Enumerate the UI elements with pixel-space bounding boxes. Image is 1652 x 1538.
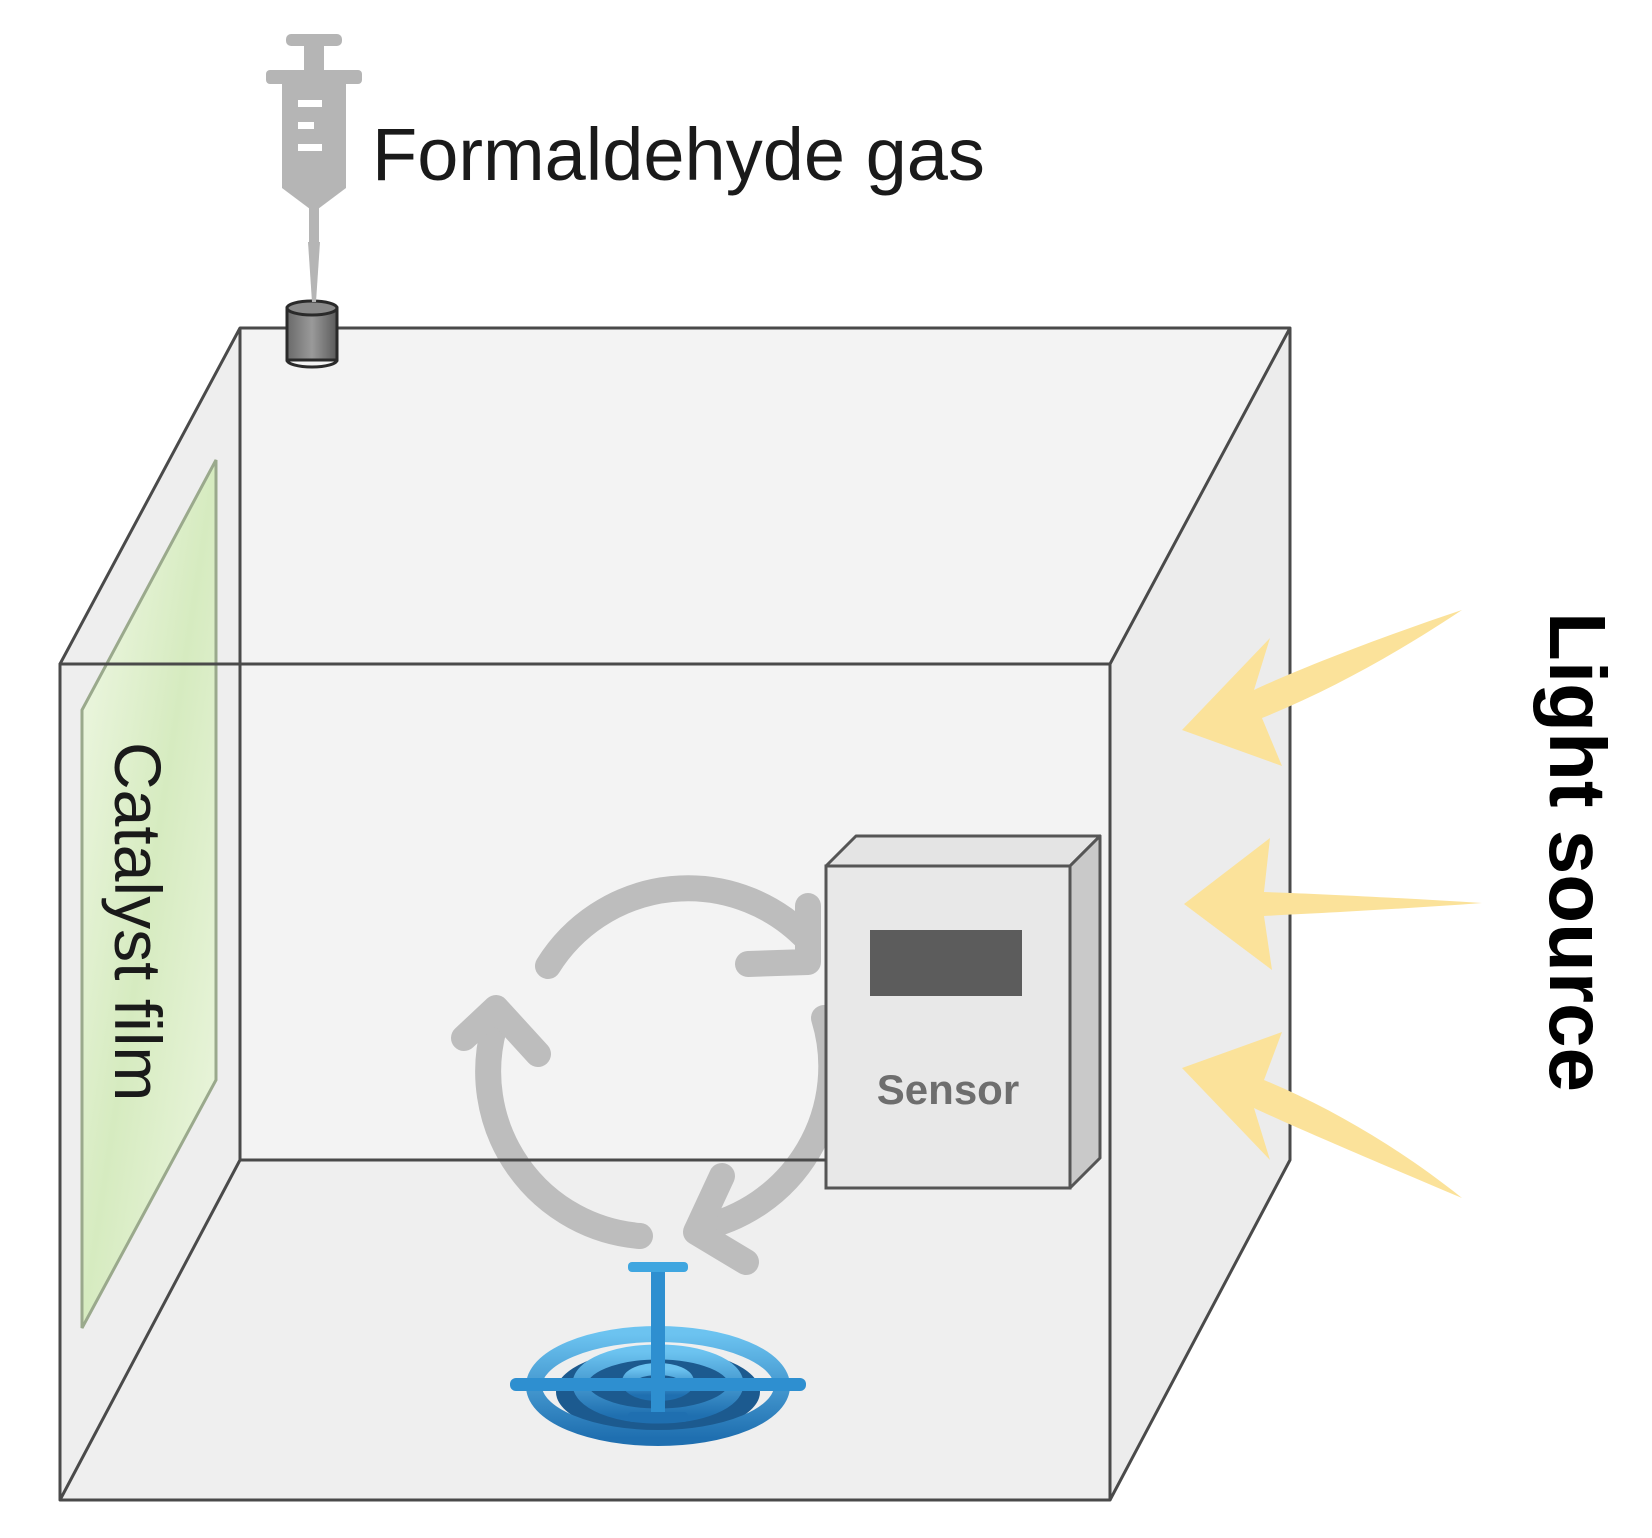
light-arrow-icon — [1184, 838, 1482, 970]
fan-icon — [510, 1262, 806, 1446]
light-source-label: Light source — [1533, 612, 1622, 1092]
chamber — [60, 328, 1290, 1500]
sensor-side-face — [1068, 834, 1102, 1190]
sensor-display — [870, 930, 1022, 996]
circulation-arrow-left-head — [451, 995, 551, 1067]
sensor-label: Sensor — [877, 1066, 1019, 1113]
light-arrow-icon — [1182, 1032, 1462, 1198]
sensor-front-face — [824, 864, 1072, 1190]
catalyst-film-label: Catalyst film — [101, 742, 175, 1101]
circulation-arrows-icon — [451, 875, 845, 1275]
circulation-arrow-top — [535, 875, 821, 979]
light-arrow-icon — [1182, 610, 1462, 766]
sensor-top-face — [824, 834, 1102, 868]
syringe-icon — [266, 34, 362, 302]
chamber-edges — [58, 326, 1292, 1502]
circulation-arrow-top-head — [735, 893, 821, 977]
gas-inlet-port-icon — [285, 299, 339, 369]
sensor-box-icon: Sensor — [824, 834, 1102, 1190]
circulation-arrow-left — [475, 1015, 653, 1249]
catalyst-film-panel — [80, 459, 218, 1329]
catalyst-film: Catalyst film — [80, 459, 218, 1329]
circulation-arrow-right-head — [683, 1163, 759, 1275]
formaldehyde-gas-label: Formaldehyde gas — [372, 113, 985, 196]
light-arrows — [1182, 610, 1482, 1198]
